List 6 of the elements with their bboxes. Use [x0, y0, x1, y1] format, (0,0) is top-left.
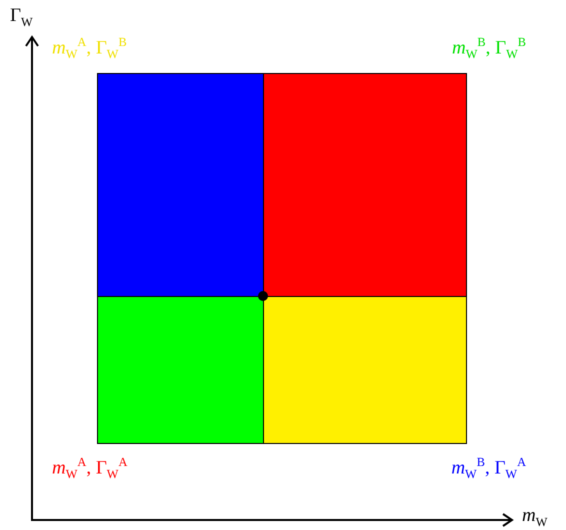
colored-region [263, 73, 467, 297]
colored-region [97, 296, 264, 444]
axis-label: m$_{W}$ [522, 506, 548, 528]
colored-region [263, 296, 467, 444]
colored-region [97, 73, 264, 297]
axis-label: Γ$_{W}$ [10, 6, 33, 28]
